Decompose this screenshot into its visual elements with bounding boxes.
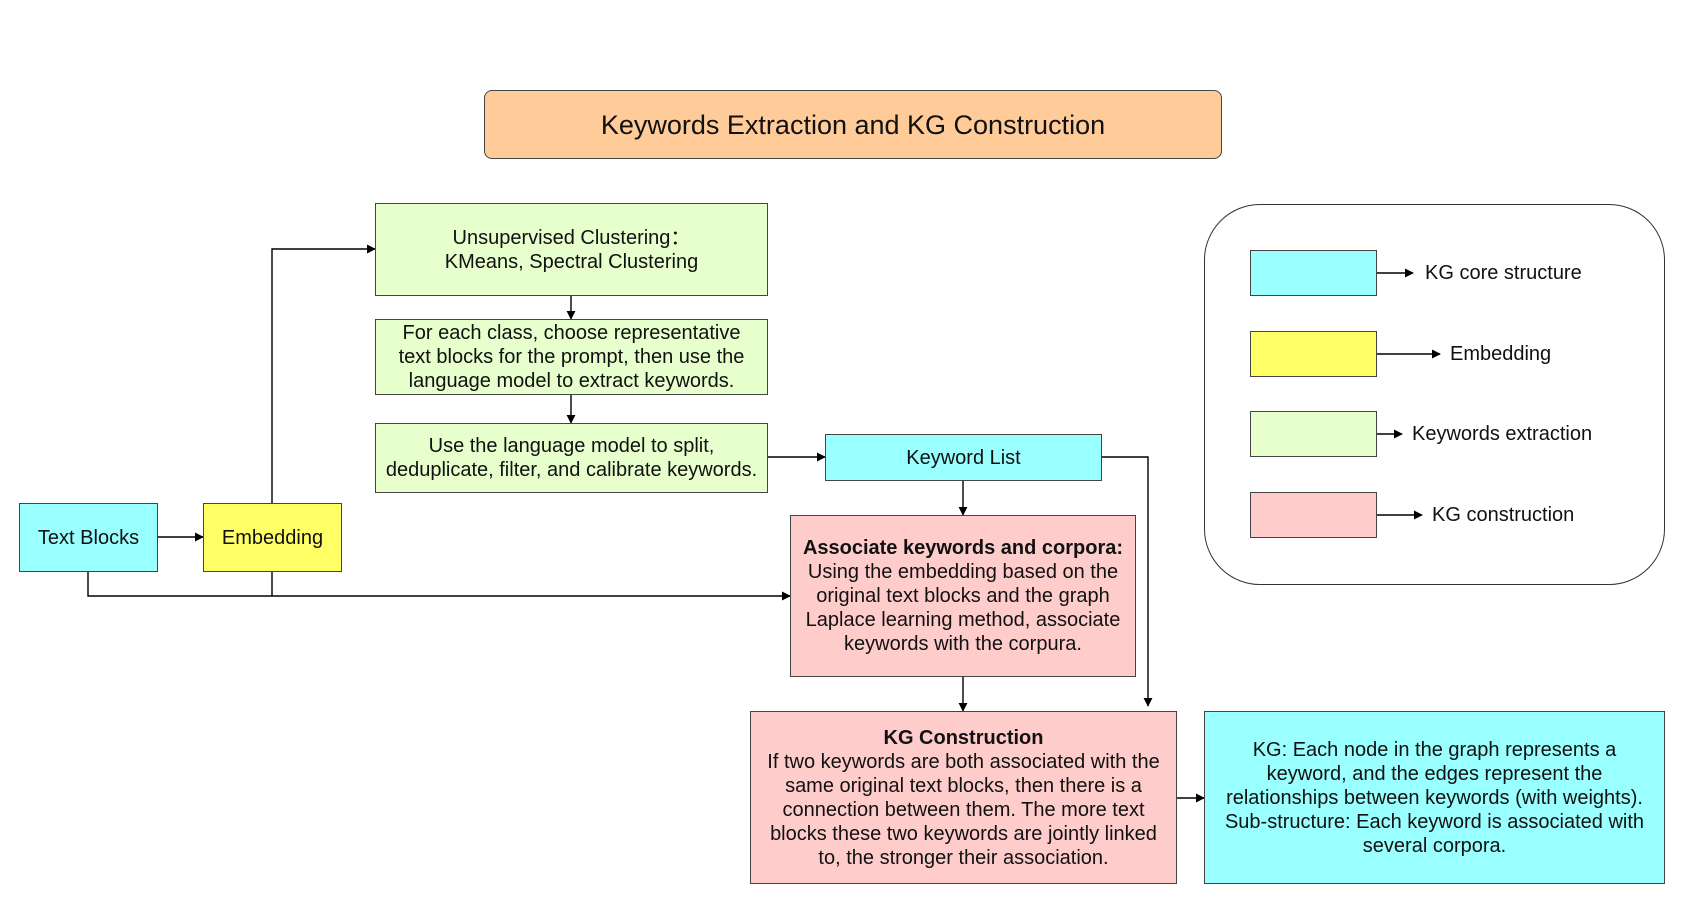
- legend-swatch-embedding: [1250, 331, 1377, 377]
- legend-label-keywords-extraction: Keywords extraction: [1412, 423, 1593, 445]
- edge-embedding-to-clustering: [271, 244, 376, 503]
- legend-panel: [1204, 204, 1665, 585]
- kg-construction-line: blocks these two keywords are jointly li…: [770, 822, 1157, 845]
- associate-heading: Associate keywords and corpora:: [802, 537, 1124, 559]
- representative-line: text blocks for the prompt, then use the: [398, 346, 745, 368]
- kg-construction-node: KG Construction If two keywords are both…: [750, 711, 1177, 884]
- kg-construction-line: If two keywords are both associated with…: [767, 750, 1160, 773]
- kg-output-line: KG: Each node in the graph represents a: [1252, 738, 1617, 761]
- clustering-line: Unsupervised Clustering：: [452, 226, 691, 249]
- calibrate-line: Use the language model to split,: [428, 435, 715, 457]
- legend-swatch-kg-core: [1250, 250, 1377, 296]
- embedding-label: Embedding: [221, 526, 324, 549]
- kg-output-line: keyword, and the edges represent the: [1266, 762, 1603, 785]
- calibrate-line: deduplicate, filter, and calibrate keywo…: [385, 459, 758, 481]
- kg-construction-line: same original text blocks, then there is…: [785, 774, 1142, 797]
- kg-output-line: relationships between keywords (with wei…: [1226, 786, 1643, 809]
- associate-keywords-node: Associate keywords and corpora: Using th…: [790, 515, 1136, 677]
- clustering-node: Unsupervised Clustering： KMeans, Spectra…: [375, 203, 768, 296]
- associate-line: Laplace learning method, associate: [805, 609, 1121, 631]
- text-blocks-node: Text Blocks: [19, 503, 158, 572]
- legend-label-kg-construction: KG construction: [1432, 504, 1575, 526]
- associate-line: original text blocks and the graph: [816, 585, 1110, 607]
- associate-line: keywords with the corpura.: [844, 633, 1082, 655]
- calibrate-keywords-node: Use the language model to split, dedupli…: [375, 423, 768, 493]
- diagram-title-text: Keywords Extraction and KG Construction: [600, 109, 1106, 140]
- clustering-line: KMeans, Spectral Clustering: [444, 250, 699, 273]
- representative-line: language model to extract keywords.: [408, 370, 735, 392]
- legend-label-kg-core: KG core structure: [1425, 262, 1582, 284]
- legend-swatch-keywords-extraction: [1250, 411, 1377, 457]
- kg-construction-heading: KG Construction: [883, 726, 1044, 749]
- keyword-list-label: Keyword List: [906, 446, 1021, 469]
- edge-blocks-to-associate: [87, 572, 791, 601]
- diagram-title: Keywords Extraction and KG Construction: [484, 90, 1222, 159]
- legend-label-embedding: Embedding: [1450, 343, 1552, 365]
- associate-line: Using the embedding based on the: [807, 561, 1119, 583]
- legend-swatch-kg-construction: [1250, 492, 1377, 538]
- kg-construction-line: to, the stronger their association.: [818, 846, 1109, 869]
- kg-output-line: several corpora.: [1362, 834, 1507, 857]
- text-blocks-label: Text Blocks: [37, 526, 140, 549]
- representative-blocks-node: For each class, choose representative te…: [375, 319, 768, 395]
- kg-output-line: Sub-structure: Each keyword is associate…: [1224, 810, 1645, 833]
- kg-output-node: KG: Each node in the graph represents a …: [1204, 711, 1665, 884]
- embedding-node: Embedding: [203, 503, 342, 572]
- kg-construction-line: connection between them. The more text: [782, 798, 1145, 821]
- keyword-list-node: Keyword List: [825, 434, 1102, 481]
- representative-line: For each class, choose representative: [402, 322, 741, 344]
